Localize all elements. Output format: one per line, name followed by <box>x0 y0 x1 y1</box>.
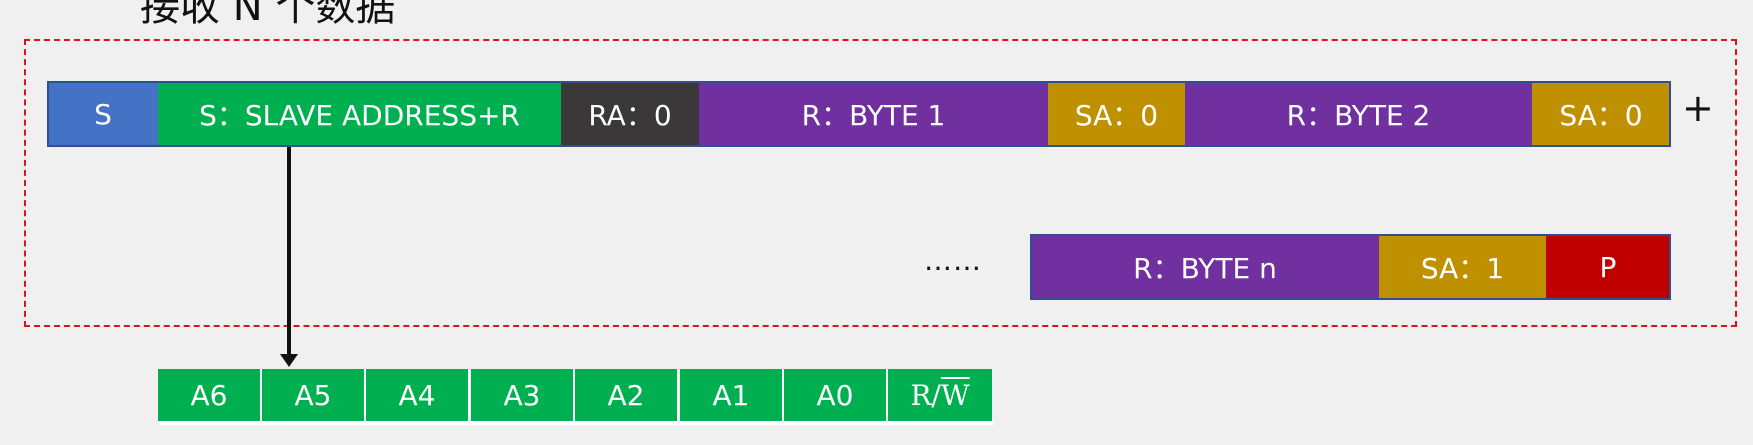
byte-2-label: R：BYTE 2 <box>1286 99 1431 132</box>
slave-ack-1-label: SA：0 <box>1074 99 1159 132</box>
arrow-head <box>280 354 298 367</box>
bit-a1: A1 <box>680 369 784 421</box>
bit-a0-label: A0 <box>816 378 854 412</box>
rw-prefix: R/ <box>910 378 941 412</box>
slave-address-label: S：SLAVE ADDRESS+R <box>199 99 520 132</box>
bit-a3: A3 <box>471 369 575 421</box>
byte-n-label: R：BYTE n <box>1133 252 1277 285</box>
slave-ack-1-block: SA：0 <box>1048 82 1185 146</box>
bit-a1-label: A1 <box>712 378 750 412</box>
ellipsis: …… <box>924 244 982 277</box>
bit-a5-label: A5 <box>294 378 332 412</box>
bit-a4-label: A4 <box>398 378 436 412</box>
byte-2-block: R：BYTE 2 <box>1185 82 1532 146</box>
bit-a2-label: A2 <box>607 378 645 412</box>
start-condition-block: S <box>48 82 158 146</box>
bit-read-write: R/W <box>888 369 992 421</box>
byte-n-block: R：BYTE n <box>1031 235 1379 299</box>
continuation-plus: + <box>1682 86 1714 130</box>
slave-nack-block: SA：1 <box>1379 235 1546 299</box>
start-condition-label: S <box>94 97 112 131</box>
ack-label: RA：0 <box>588 99 672 132</box>
bit-a0: A0 <box>784 369 888 421</box>
slave-nack-label: SA：1 <box>1420 252 1505 285</box>
slave-address-block: S：SLAVE ADDRESS+R <box>158 82 561 146</box>
bit-a6-label: A6 <box>190 378 228 412</box>
bit-a4: A4 <box>366 369 470 421</box>
page-title: 接收 N 个数据 <box>140 0 396 30</box>
bit-strip-base <box>158 421 993 425</box>
bit-a3-label: A3 <box>503 378 541 412</box>
bit-a5: A5 <box>262 369 366 421</box>
bit-a2: A2 <box>575 369 679 421</box>
rw-overline-w: W <box>940 378 970 412</box>
bit-a6: A6 <box>158 369 262 421</box>
ack-block: RA：0 <box>561 82 699 146</box>
slave-ack-2-label: SA：0 <box>1559 99 1643 132</box>
stop-condition-block: P <box>1546 235 1670 299</box>
byte-1-block: R：BYTE 1 <box>699 82 1048 146</box>
dashed-frame <box>24 39 1737 327</box>
stop-condition-label: P <box>1599 250 1617 284</box>
slave-ack-2-block: SA：0 <box>1532 82 1670 146</box>
byte-1-label: R：BYTE 1 <box>801 99 946 132</box>
